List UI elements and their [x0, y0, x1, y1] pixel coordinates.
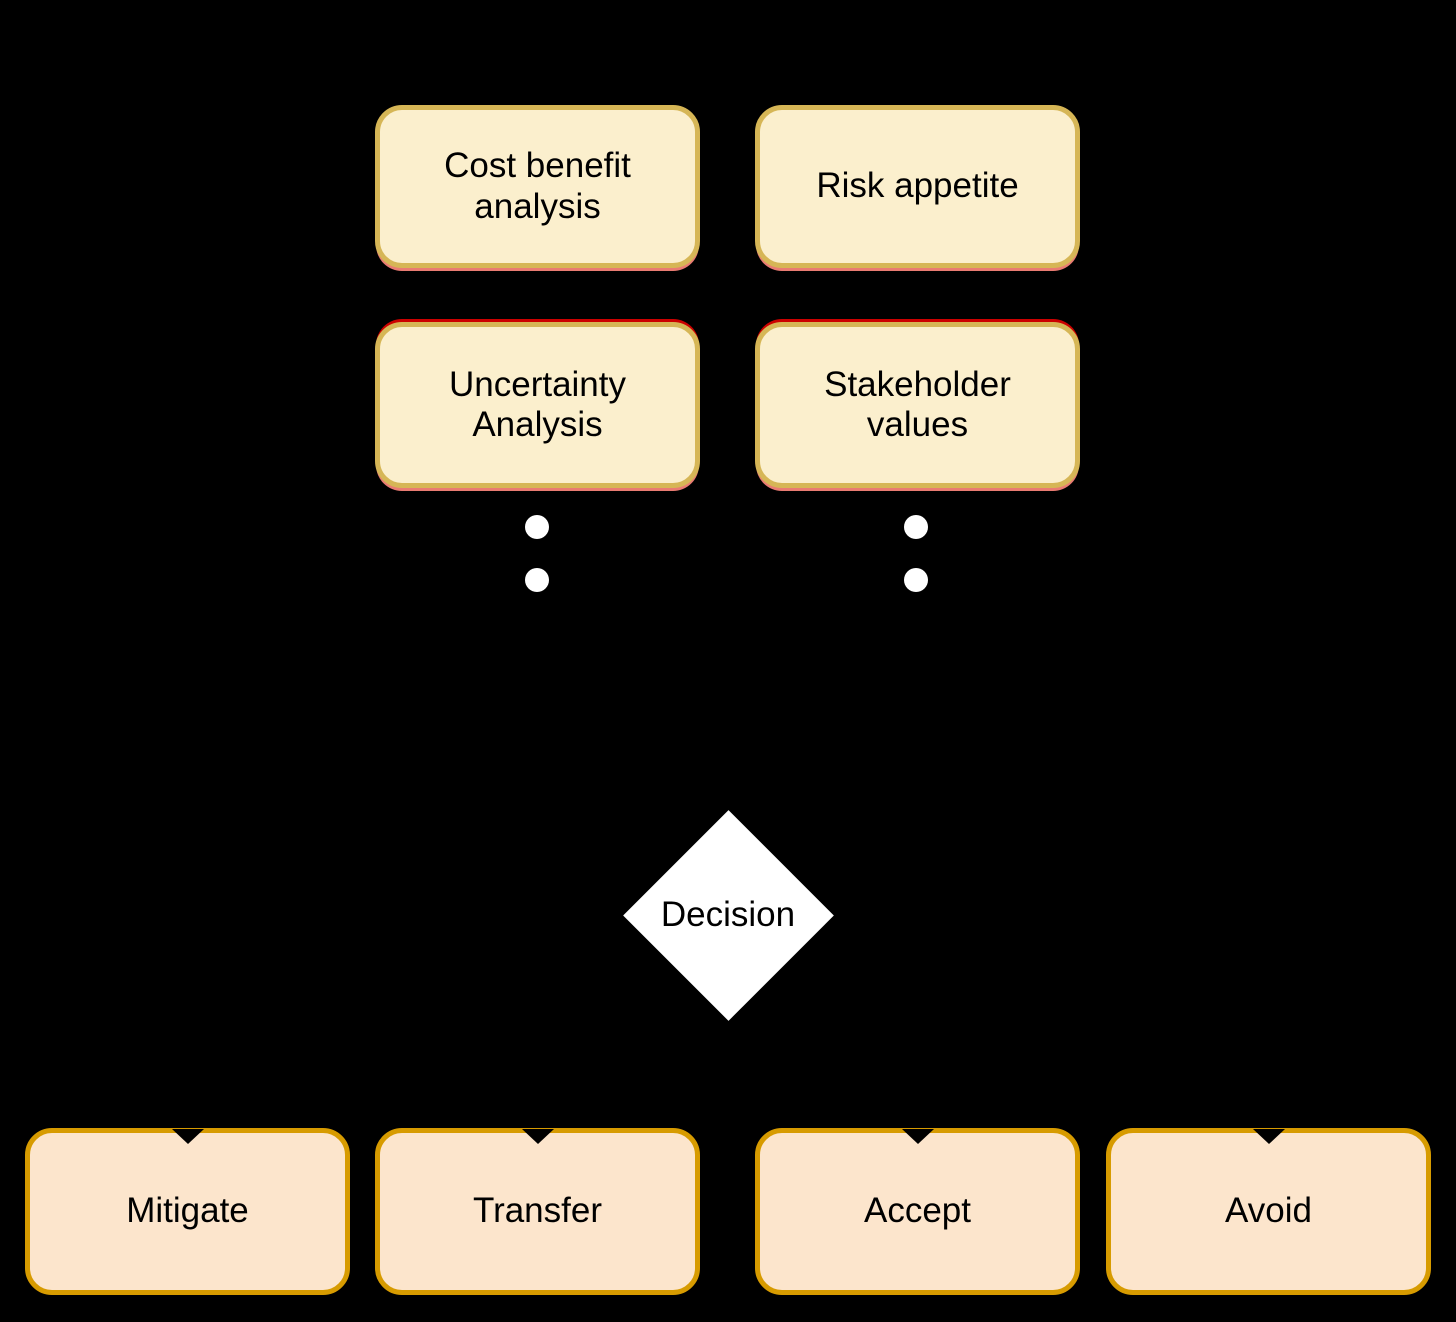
- ellipsis-dot: [904, 568, 928, 592]
- node-label: Mitigate: [126, 1191, 249, 1231]
- node-label: Uncertainty Analysis: [448, 364, 627, 444]
- node-label: Cost benefit analysis: [444, 146, 631, 226]
- node-label: Decision: [660, 895, 796, 934]
- node-label: Avoid: [1225, 1191, 1312, 1231]
- node-label: Accept: [864, 1191, 971, 1231]
- ellipsis-dot: [525, 515, 549, 539]
- decision-diamond: Decision: [622, 809, 834, 1021]
- node-label: Risk appetite: [816, 166, 1019, 206]
- node-avoid: Avoid: [1106, 1128, 1431, 1295]
- node-accept: Accept: [755, 1128, 1080, 1295]
- node-risk-appetite: Risk appetite: [755, 105, 1080, 268]
- arrowhead-notch-icon: [521, 1129, 554, 1144]
- arrowhead-notch-icon: [1252, 1129, 1285, 1144]
- arrowhead-notch-icon: [171, 1129, 204, 1144]
- ellipsis-dot: [904, 515, 928, 539]
- arrowhead-notch-icon: [901, 1129, 934, 1144]
- node-label: Stakeholder values: [824, 364, 1011, 444]
- node-mitigate: Mitigate: [25, 1128, 350, 1295]
- node-stakeholder-values: Stakeholder values: [755, 322, 1080, 488]
- ellipsis-dot: [525, 568, 549, 592]
- node-label: Transfer: [472, 1191, 602, 1231]
- node-transfer: Transfer: [375, 1128, 700, 1295]
- node-uncertainty-analysis: Uncertainty Analysis: [375, 322, 700, 488]
- node-cost-benefit-analysis: Cost benefit analysis: [375, 105, 700, 268]
